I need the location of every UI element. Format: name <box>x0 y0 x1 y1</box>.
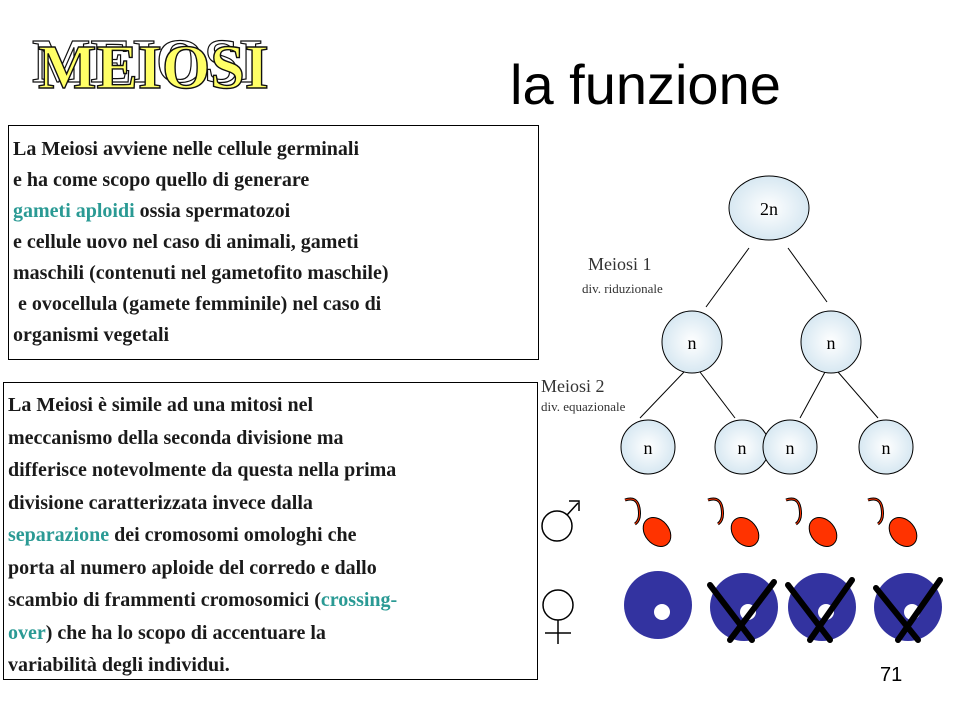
text-line: maschili (contenuti nel gametofito masch… <box>13 262 389 284</box>
text-line: differisce notevolmente da questa nella … <box>8 459 397 481</box>
cell-n-2d: n <box>858 419 914 475</box>
sperm-cell-icon <box>707 497 760 547</box>
sperm-cell-icon <box>867 497 918 547</box>
text-fragment: ossia spermatozoi <box>134 200 291 222</box>
text-line: e ha come scopo quello di generare <box>13 169 310 191</box>
text-line: e ovocellula (gamete femminile) nel caso… <box>13 293 382 315</box>
text-line: scambio di frammenti cromosomici (crossi… <box>8 584 537 617</box>
meiosi2-sublabel: div. equazionale <box>541 399 626 414</box>
logo-outline-back: MEIOSI <box>32 28 263 96</box>
text-line: meccanismo della seconda divisione ma <box>8 426 344 449</box>
highlight-term: separazione <box>8 524 110 546</box>
cell-label: n <box>882 438 891 458</box>
meiosi1-sublabel: div. riduzionale <box>582 281 663 296</box>
cell-label: n <box>786 438 795 458</box>
highlight-term: over <box>8 621 46 644</box>
text-line: separazione dei cromosomi omologhi che <box>8 519 537 552</box>
cell-n-1a: n <box>661 310 723 374</box>
cell-2n: 2n <box>728 175 810 241</box>
text-line: variabilità degli individui. <box>8 654 230 676</box>
text-line: La Meiosi avviene nelle cellule germinal… <box>13 138 360 160</box>
intro-text-box: La Meiosi avviene nelle cellule germinal… <box>8 125 539 360</box>
text-fragment: scambio di frammenti cromosomici ( <box>8 589 321 611</box>
page-number: 71 <box>880 664 903 686</box>
text-line: La Meiosi è simile ad una mitosi nel <box>8 394 313 416</box>
cell-label: n <box>827 333 836 353</box>
cell-n-2a: n <box>620 419 676 475</box>
cross-mark-icon <box>873 577 943 643</box>
text-fragment: dei cromosomi omologhi che <box>109 524 357 546</box>
cell-label: n <box>644 438 653 458</box>
logo-text: MEIOSI <box>38 34 269 102</box>
cell-label: n <box>688 333 697 353</box>
meiosi-logo: MEIOSI MEIOSI <box>31 27 269 102</box>
cell-n-2c: n <box>762 419 818 475</box>
cell-label: 2n <box>760 199 778 219</box>
female-symbol-icon <box>542 589 574 644</box>
egg-cell-icon <box>624 571 692 639</box>
highlight-term: crossing- <box>320 589 398 611</box>
text-fragment: ) che ha lo scopo di accentuare la <box>45 621 326 644</box>
meiosi2-label: Meiosi 2 <box>541 376 605 396</box>
sperm-cell-icon <box>624 497 672 547</box>
sperm-cell-icon <box>785 497 838 547</box>
comparison-text-box: La Meiosi è simile ad una mitosi nel mec… <box>3 382 538 680</box>
text-line: over) che ha lo scopo di accentuare la <box>8 617 537 650</box>
tree-lines <box>639 247 879 419</box>
text-line: porta al numero aploide del corredo e da… <box>8 556 377 579</box>
text-line: gameti aploidi ossia spermatozoi <box>13 196 538 227</box>
cross-mark-icon <box>785 577 855 643</box>
text-line: e cellule uovo nel caso di animali, game… <box>13 231 359 253</box>
meiosi1-label: Meiosi 1 <box>588 254 652 274</box>
text-line: divisione caratterizzata invece dalla <box>8 491 313 514</box>
highlight-term: gameti aploidi <box>13 200 135 222</box>
text-line: organismi vegetali <box>13 324 170 346</box>
male-symbol-icon <box>541 500 580 542</box>
cell-label: n <box>738 438 747 458</box>
cell-n-2b: n <box>714 419 770 475</box>
cross-mark-icon <box>707 579 777 643</box>
page-title: la funzione <box>510 53 781 116</box>
cell-n-1b: n <box>800 310 862 374</box>
